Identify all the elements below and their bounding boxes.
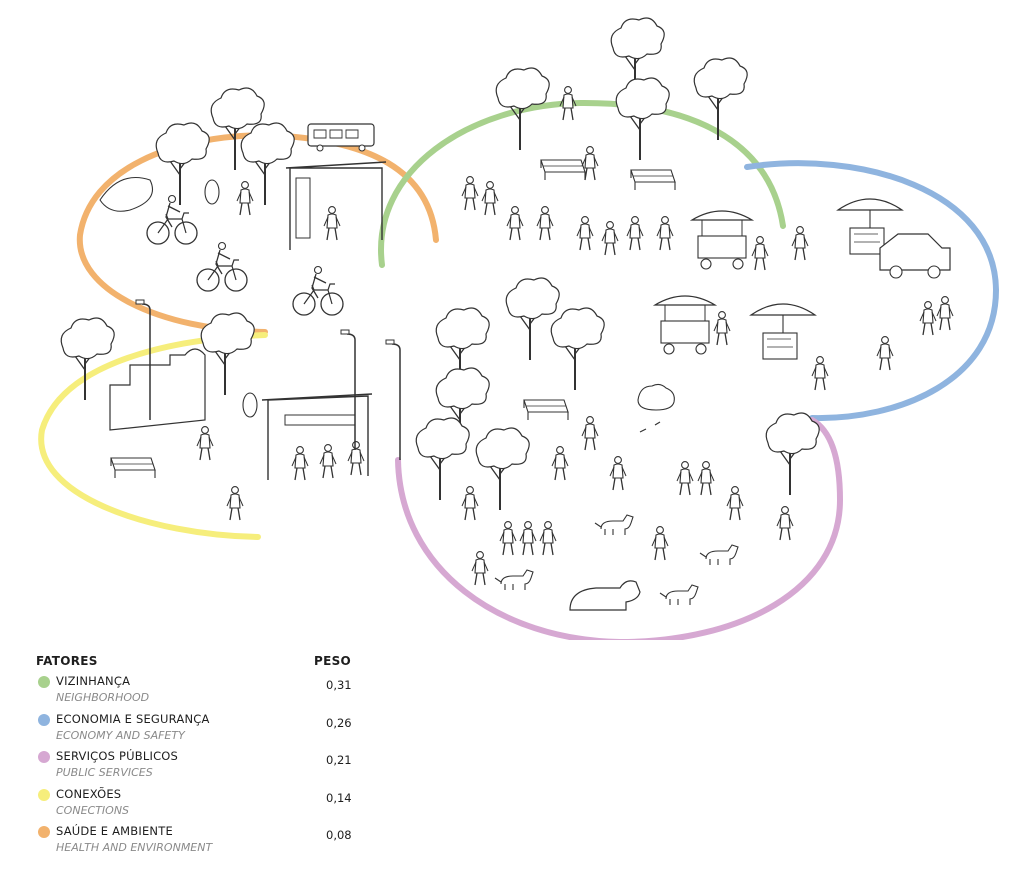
arc-health-environment bbox=[76, 131, 439, 335]
legend-dot bbox=[38, 788, 50, 801]
legend-item-label: CONEXÕES bbox=[56, 786, 122, 801]
legend-item-label: ECONOMIA E SEGURANÇA bbox=[56, 711, 210, 726]
legend-item-weight: 0,08 bbox=[326, 828, 352, 842]
legend-item-weight: 0,21 bbox=[326, 753, 352, 767]
arc-connections bbox=[38, 332, 268, 540]
arc-neighborhood bbox=[378, 99, 786, 268]
legend-item-weight: 0,26 bbox=[326, 715, 352, 730]
bus-stop-icon bbox=[285, 161, 387, 250]
car-icon bbox=[879, 233, 951, 279]
legend-header: FATORES PESO bbox=[36, 654, 366, 674]
legend-item-health-environment: SAÚDE E AMBIENTE HEALTH AND ENVIRONMENT … bbox=[36, 824, 366, 862]
legend-item-weight: 0,31 bbox=[326, 678, 352, 692]
legend-item-label: VIZINHANÇA bbox=[56, 674, 131, 688]
food-cart-icon bbox=[691, 210, 753, 270]
legend-item-sublabel: CONECTIONS bbox=[56, 803, 130, 817]
bus-icon bbox=[307, 123, 375, 152]
public-services-illustrations bbox=[415, 277, 821, 611]
health-environment-illustrations bbox=[99, 87, 387, 316]
legend-item-neighborhood: VIZINHANÇA NEIGHBORHOOD 0,31 bbox=[36, 674, 366, 712]
legend-item-sublabel: NEIGHBORHOOD bbox=[56, 691, 150, 704]
legend-item-weight: 0,14 bbox=[326, 790, 352, 805]
legend-item-sublabel: PUBLIC SERVICES bbox=[56, 766, 153, 779]
legend-dot bbox=[38, 676, 50, 688]
legend-item-label: SAÚDE E AMBIENTE bbox=[56, 824, 173, 838]
legend-header-weight: PESO bbox=[314, 654, 352, 668]
legend-item-connections: CONEXÕES CONECTIONS 0,14 bbox=[36, 787, 366, 825]
factor-arcs bbox=[38, 99, 1000, 640]
legend-item-public-services: SERVIÇOS PÚBLICOS PUBLIC SERVICES 0,21 bbox=[36, 749, 366, 787]
legend-item-sublabel: ECONOMY AND SAFETY bbox=[56, 728, 185, 742]
dog-icon bbox=[594, 514, 634, 536]
legend-dot bbox=[38, 751, 50, 763]
legend: FATORES PESO VIZINHANÇA NEIGHBORHOOD 0,3… bbox=[36, 654, 366, 862]
urban-scene-illustration bbox=[38, 17, 1000, 640]
legend-header-factors: FATORES bbox=[36, 654, 98, 668]
legend-dot bbox=[38, 826, 50, 838]
bicycle-icon bbox=[196, 241, 248, 292]
legend-item-sublabel: HEALTH AND ENVIRONMENT bbox=[56, 841, 213, 854]
legend-item-label: SERVIÇOS PÚBLICOS bbox=[56, 749, 179, 763]
economy-safety-illustrations bbox=[654, 198, 954, 391]
legend-item-economy-safety: ECONOMIA E SEGURANÇA ECONOMY AND SAFETY … bbox=[36, 712, 366, 750]
neighborhood-illustrations bbox=[461, 17, 809, 271]
legend-dot bbox=[38, 713, 50, 726]
arc-public-services bbox=[395, 417, 844, 640]
arc-economy-safety bbox=[744, 160, 1000, 422]
connections-illustrations bbox=[60, 299, 401, 521]
street-lamp-icon bbox=[340, 329, 356, 451]
